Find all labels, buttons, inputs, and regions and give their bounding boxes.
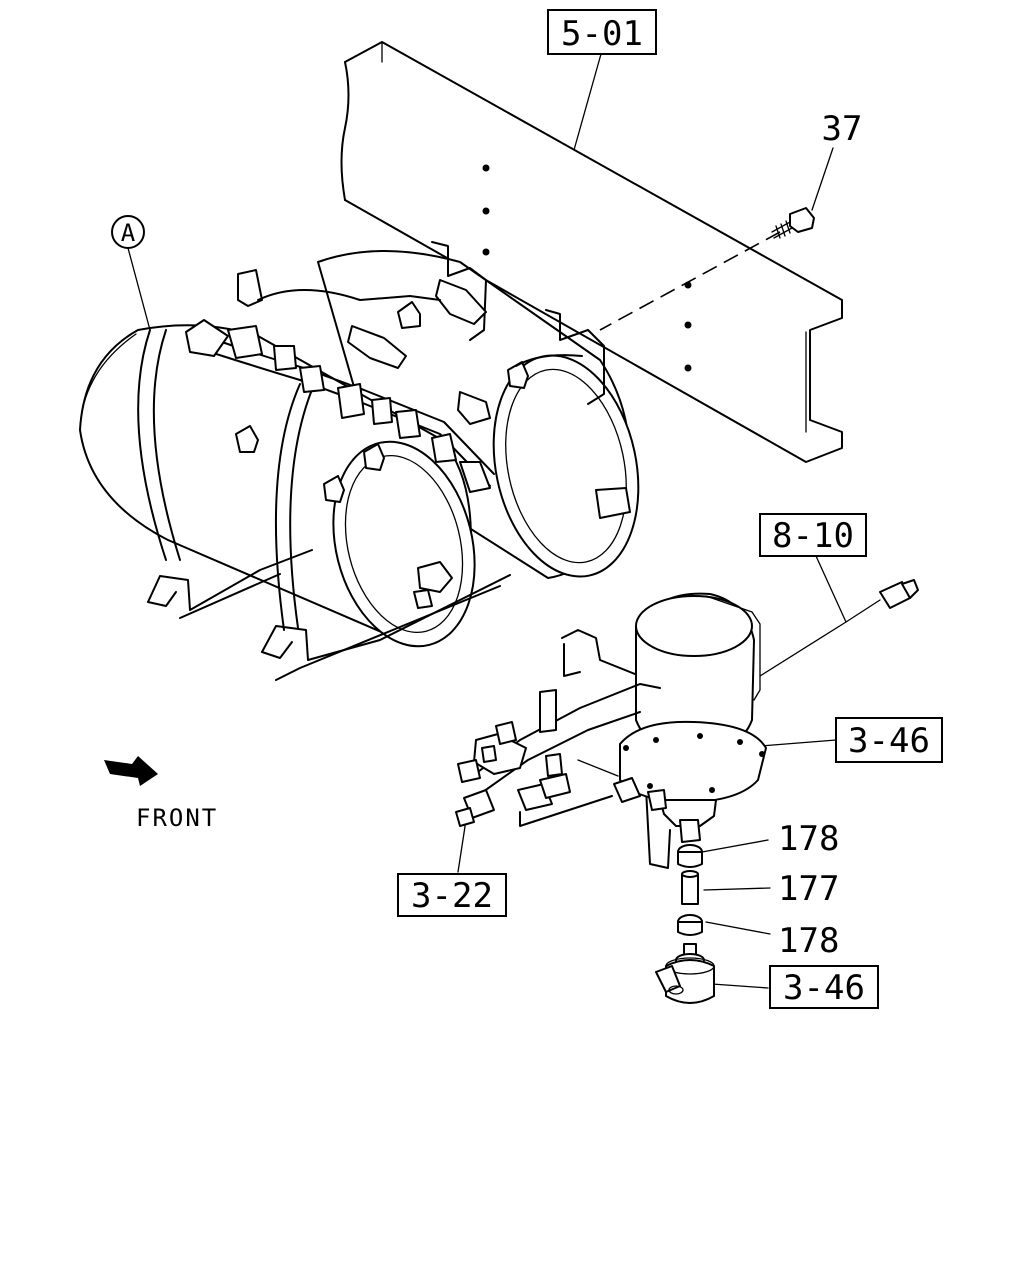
hose-and-clamps xyxy=(677,844,703,936)
callout-bolt-text: 37 xyxy=(822,109,863,149)
harness-connector xyxy=(759,579,919,677)
pipe-harness xyxy=(185,269,583,493)
callout-valve-ref: 3-22 xyxy=(397,873,507,917)
callout-valve-ref-text: 3-22 xyxy=(411,876,493,916)
callout-clamp-lower-text: 178 xyxy=(778,921,839,961)
callout-clamp-upper-text: 178 xyxy=(778,819,839,859)
tank-straps xyxy=(137,329,317,631)
callout-frame-ref: 5-01 xyxy=(547,9,657,55)
callout-dryer-ref-upper-text: 3-46 xyxy=(848,721,930,761)
valve-assembly xyxy=(455,683,661,827)
callout-dryer-ref-lower-text: 3-46 xyxy=(783,968,865,1008)
dryer-fitting-lower xyxy=(655,943,715,1004)
air-dryer xyxy=(561,592,767,869)
callout-dryer-ref-upper: 3-46 xyxy=(835,717,943,763)
callout-detail-a-text: A xyxy=(121,219,136,247)
callout-detail-a: A xyxy=(111,215,145,249)
callout-harness-ref: 8-10 xyxy=(759,513,867,557)
callout-dryer-ref-lower: 3-46 xyxy=(769,965,879,1009)
saddle-brackets xyxy=(147,241,605,681)
front-arrow-icon xyxy=(104,756,158,786)
callout-harness-ref-text: 8-10 xyxy=(772,516,854,556)
frame-rail xyxy=(340,41,843,463)
bolt xyxy=(771,207,815,239)
front-label: FRONT xyxy=(136,804,218,832)
callout-frame-ref-text: 5-01 xyxy=(561,14,643,54)
callout-hose-text: 177 xyxy=(778,869,839,909)
